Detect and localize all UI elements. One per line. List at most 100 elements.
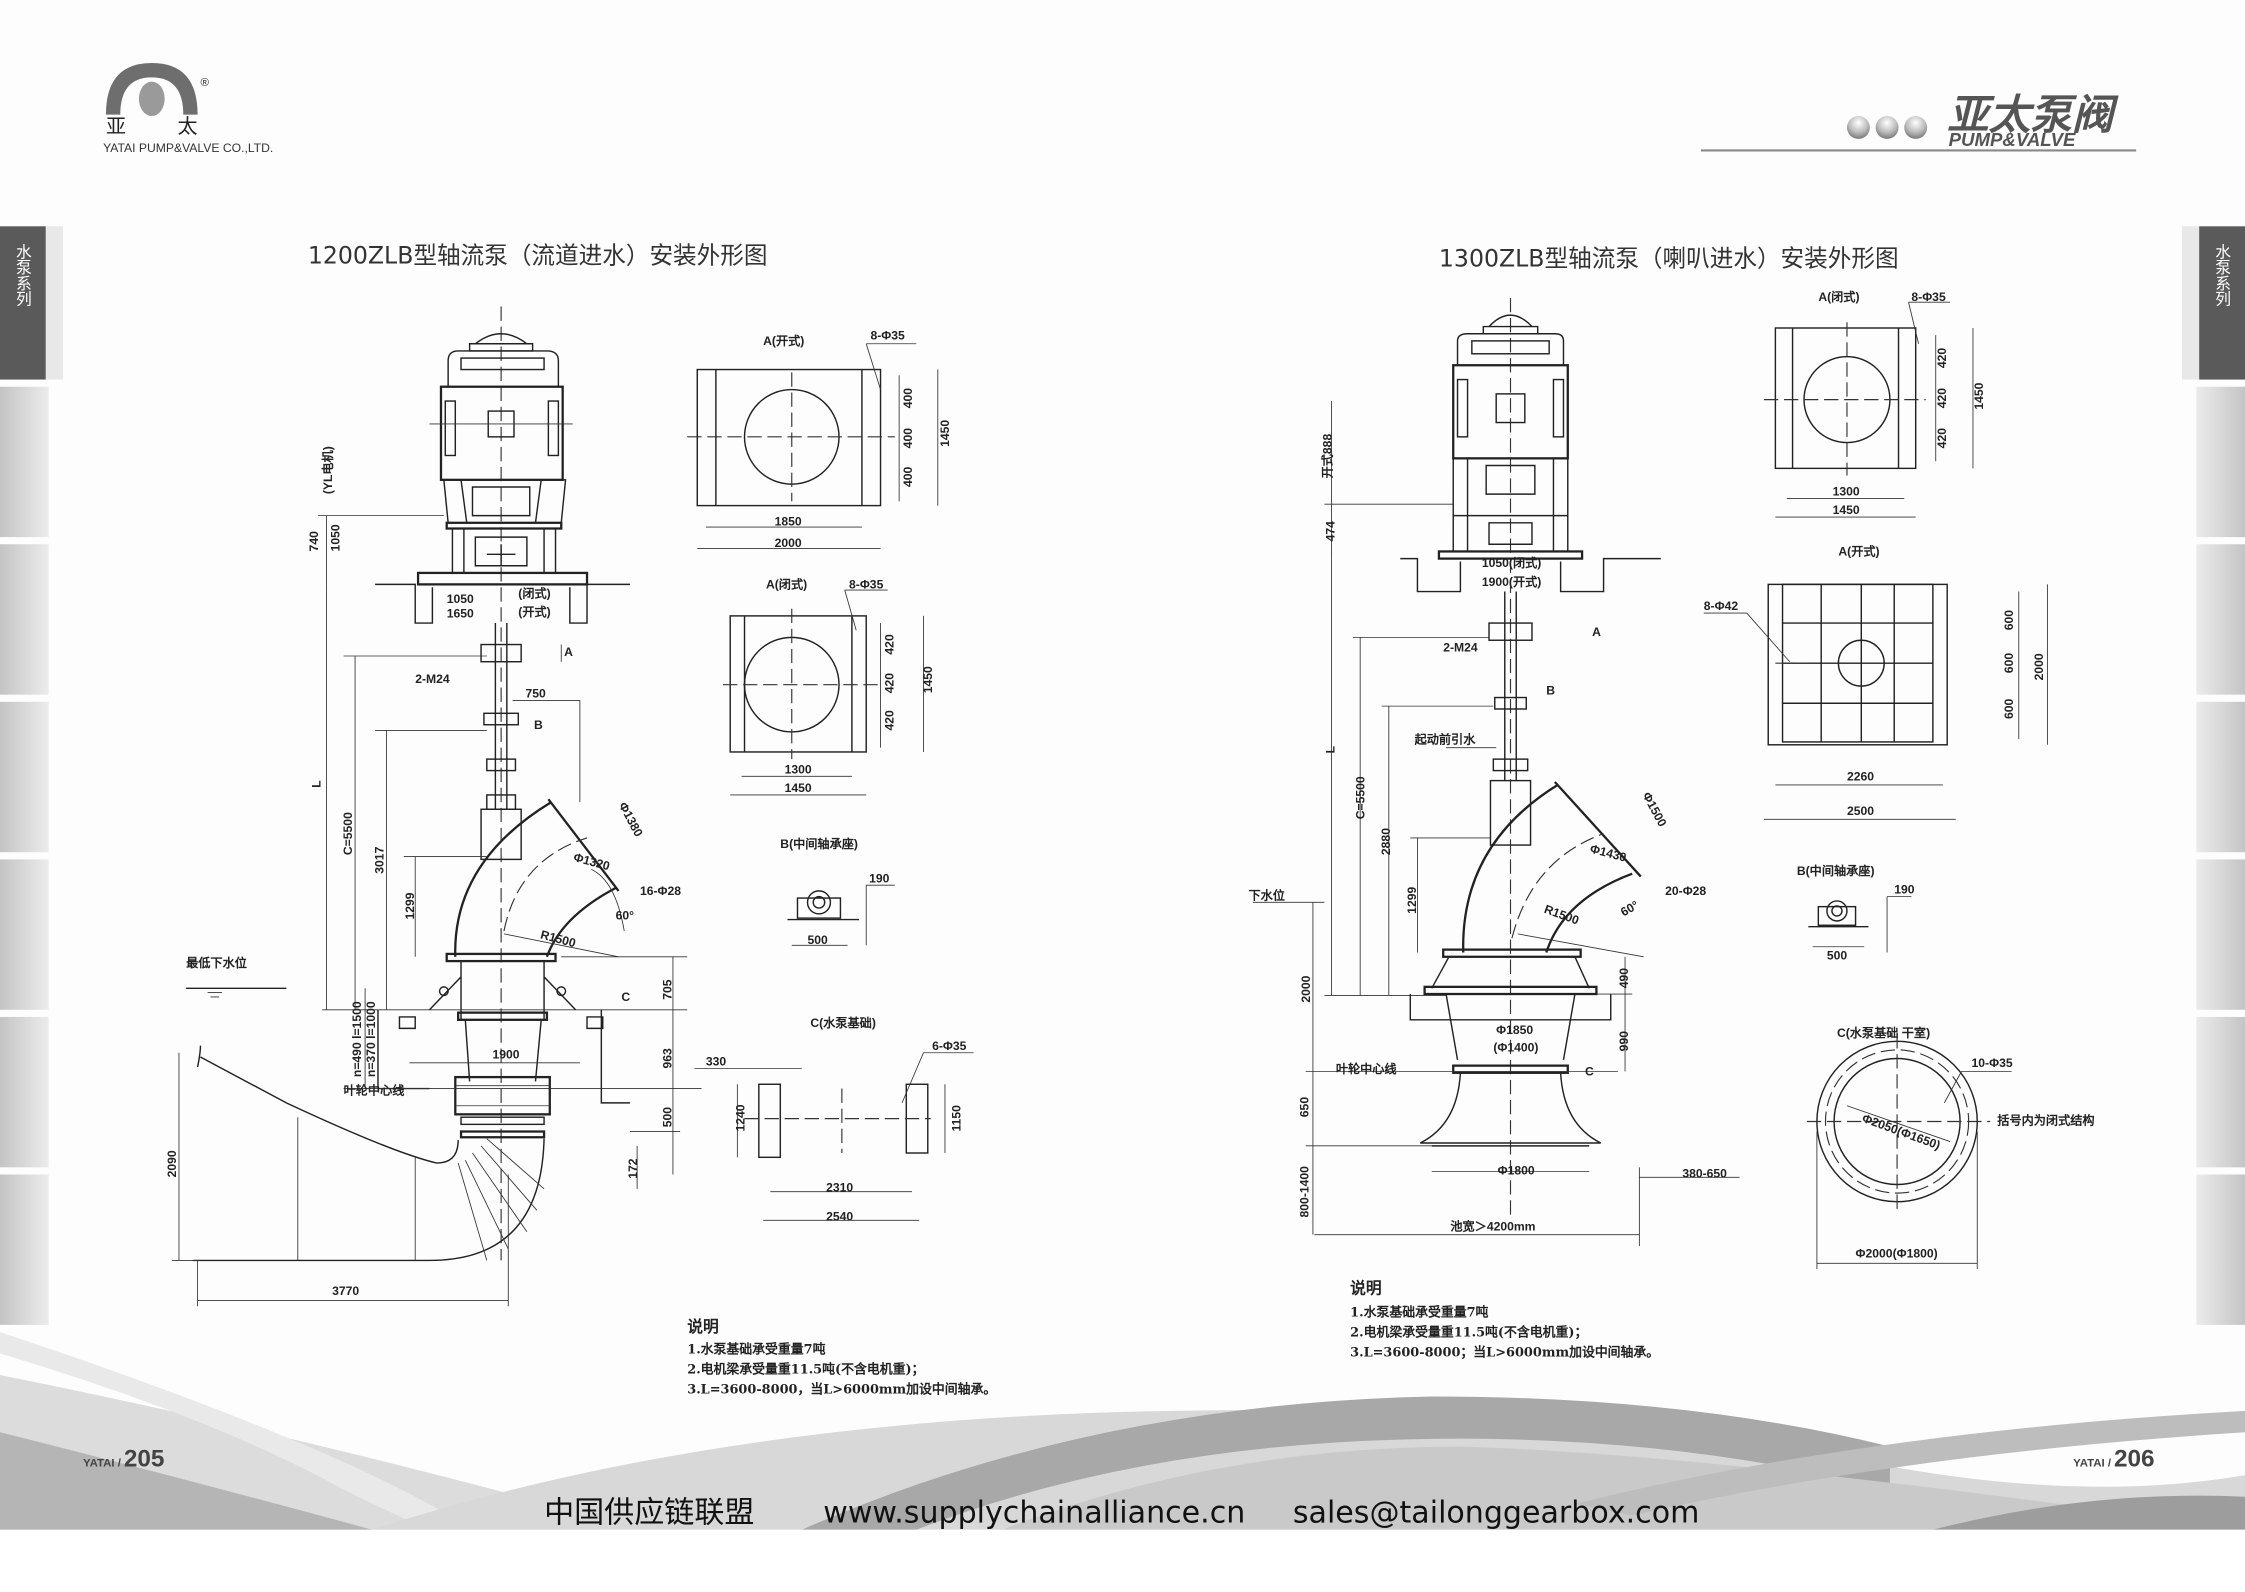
dimension-label: 190 xyxy=(1894,883,1915,897)
dimension-label: 330 xyxy=(706,1055,727,1069)
side-tab[interactable] xyxy=(0,859,49,1010)
side-tab-label: 水泵系列 xyxy=(2213,243,2232,307)
dimension-label: 490 xyxy=(1617,968,1631,989)
side-tab[interactable] xyxy=(2196,544,2245,695)
brand-logo: 亚太泵阀 PUMP&VALVE xyxy=(1700,91,2137,152)
side-tab-active[interactable] xyxy=(2199,226,2245,380)
dimension-label: 2310 xyxy=(826,1181,853,1195)
dimension-label: L xyxy=(310,780,324,788)
dimension-label: 16-Φ28 xyxy=(640,884,681,898)
side-tab[interactable] xyxy=(0,701,49,853)
side-tab[interactable] xyxy=(2196,859,2245,1010)
left-side-tabs: 水泵系列 xyxy=(0,226,63,1325)
logo-arch-icon xyxy=(105,63,198,115)
dimension-label: 1150 xyxy=(950,1105,964,1132)
notes-heading: 说明 xyxy=(687,1317,718,1336)
dimension-label: 最低下水位 xyxy=(186,955,247,970)
dimension-label: 叶轮中心线 xyxy=(344,1082,405,1097)
side-tab[interactable] xyxy=(2196,1174,2245,1325)
notes-heading: 说明 xyxy=(1350,1278,1381,1297)
dimension-label: A(开式) xyxy=(763,333,804,348)
brand-en: PUMP&VALVE xyxy=(1949,129,2076,150)
dimension-label: C=5500 xyxy=(341,812,355,855)
dimension-label: 20-Φ28 xyxy=(1665,884,1706,898)
dimension-label: Φ1850 xyxy=(1496,1023,1533,1037)
dimension-label: (闭式) xyxy=(518,585,550,600)
note-item: 1.水泵基础承受重量7吨 xyxy=(1350,1304,1488,1320)
side-tab-label: 水泵系列 xyxy=(13,243,32,307)
dimension-label: (开式) xyxy=(518,604,550,619)
note-item: 3.L=3600-8000；当L>6000mm加设中间轴承。 xyxy=(1350,1344,1659,1360)
side-tab[interactable] xyxy=(0,1016,49,1168)
dimension-label: 2090 xyxy=(165,1150,179,1177)
footer-email-link[interactable]: sales@tailonggearbox.com xyxy=(1293,1496,1700,1531)
dimension-label: 2260 xyxy=(1847,770,1874,784)
dimension-label: 8-Φ35 xyxy=(1911,290,1946,304)
page-number: 206 xyxy=(2114,1446,2155,1473)
dimension-label: C(水泵基础) xyxy=(810,1015,876,1030)
right-page-title: 1300ZLB型轴流泵（喇叭进水）安装外形图 xyxy=(1439,244,1899,272)
left-notes: 说明 1.水泵基础承受重量7吨 2.电机梁承受量重11.5吨(不含电机重)； 3… xyxy=(687,1317,996,1398)
page-number: 205 xyxy=(124,1446,165,1473)
dimension-label: A(闭式) xyxy=(766,577,807,592)
dimension-label: 池宽＞4200mm xyxy=(1450,1218,1535,1233)
dimension-label: 叶轮中心线 xyxy=(1336,1061,1397,1076)
dimension-label: 8-Φ42 xyxy=(1704,599,1739,613)
side-tab[interactable] xyxy=(0,1174,49,1325)
side-tab[interactable] xyxy=(2196,386,2245,538)
dimension-label: 420 xyxy=(882,710,896,731)
dimension-label: 开式888 xyxy=(1320,434,1335,479)
dimension-label: 420 xyxy=(882,634,896,655)
dimension-label: 1450 xyxy=(938,420,952,447)
dimension-label: 3770 xyxy=(332,1284,359,1298)
dimension-label: C(水泵基础 干室) xyxy=(1837,1025,1930,1040)
brand-dot-icon xyxy=(1875,116,1899,139)
dimension-label: 600 xyxy=(2002,653,2016,674)
brand-dot-icon xyxy=(1904,116,1928,139)
dimension-label: 1299 xyxy=(1405,887,1419,914)
page-number-right: YATAI /206 xyxy=(2073,1446,2154,1473)
dimension-label: 400 xyxy=(901,466,915,487)
right-detail-views xyxy=(1703,301,2048,1270)
dimension-label: 3017 xyxy=(373,846,387,873)
dimension-label: 2-M24 xyxy=(1443,641,1478,655)
dimension-label: L xyxy=(1323,745,1337,753)
dimension-label: 1450 xyxy=(785,781,812,795)
dimension-label: 2880 xyxy=(1379,828,1393,855)
dimension-label: C xyxy=(621,990,630,1004)
dimension-label: 1300 xyxy=(1833,485,1860,499)
footer-wave-decoration xyxy=(0,1332,2245,1587)
dimension-label: 500 xyxy=(808,933,829,947)
dimension-label: 1900(开式) xyxy=(1482,574,1541,589)
footer-organization: 中国供应链联盟 xyxy=(544,1496,754,1531)
left-pump-elevation-drawing xyxy=(171,306,702,1307)
side-tab[interactable] xyxy=(2196,1016,2245,1168)
dimension-label: 1299 xyxy=(403,892,417,919)
dimension-label: 963 xyxy=(660,1048,674,1069)
dimension-label: 1450 xyxy=(1972,382,1986,409)
dimension-label: n=490 l=1500 xyxy=(350,1001,364,1077)
dimension-label: 705 xyxy=(660,979,674,1000)
side-tab[interactable] xyxy=(2196,701,2245,853)
dimension-label: 500 xyxy=(1827,949,1848,963)
dimension-label: 650 xyxy=(1298,1097,1312,1118)
footer-website-link[interactable]: www.supplychainalliance.cn xyxy=(823,1496,1245,1531)
side-tab[interactable] xyxy=(0,544,49,695)
dimension-label: 1450 xyxy=(921,666,935,693)
dimension-label: (YL电机) xyxy=(320,446,335,494)
dimension-label: B xyxy=(534,718,543,732)
side-tab-active[interactable] xyxy=(0,226,46,380)
dimension-label: 740 xyxy=(307,531,321,552)
dimension-label: n=370 l=1000 xyxy=(364,1001,378,1077)
dimension-label: B xyxy=(1546,684,1555,698)
dimension-label: 2000 xyxy=(1299,975,1313,1002)
logo-circle-icon xyxy=(138,81,165,117)
side-tab[interactable] xyxy=(0,386,49,538)
page-brand: YATAI / xyxy=(2073,1458,2112,1470)
dimension-label: 2500 xyxy=(1847,804,1874,818)
dimension-label: Φ1800 xyxy=(1498,1163,1535,1177)
logo-cn-left: 亚 xyxy=(106,116,126,138)
dimension-label: 990 xyxy=(1617,1031,1631,1052)
dimension-label: 400 xyxy=(901,428,915,449)
